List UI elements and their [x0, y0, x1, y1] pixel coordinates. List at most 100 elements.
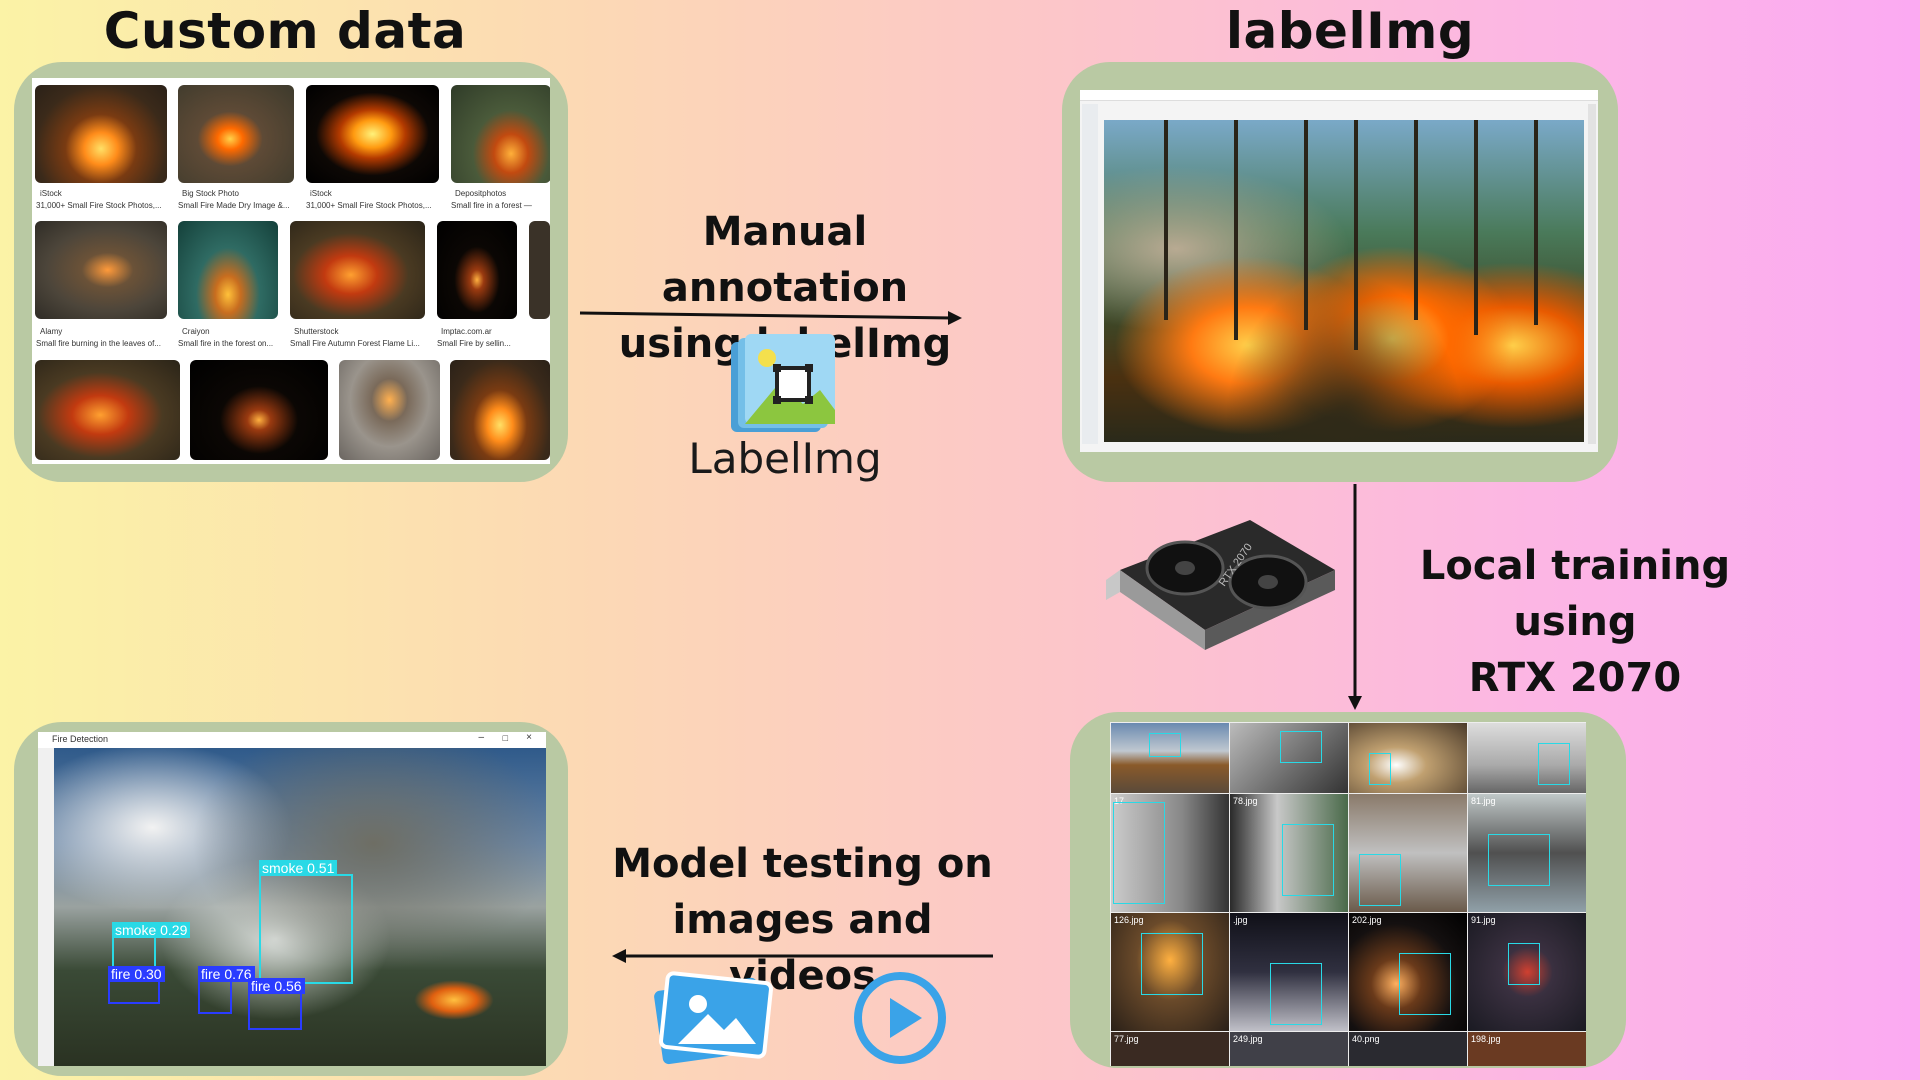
- labelimg-panel: [1062, 62, 1618, 482]
- training-results-panel: 17 78.jpg 81.jpg 126.jpg .jpg 202.jpg 91…: [1070, 712, 1626, 1068]
- mosaic-tile: 198.jpg: [1467, 1031, 1586, 1066]
- stock-thumb: [178, 85, 294, 183]
- training-caption-line2: RTX 2070: [1468, 655, 1682, 701]
- fire-detection-box: [248, 992, 302, 1030]
- bounding-box: [1369, 753, 1391, 785]
- labelimg-window: [1080, 90, 1598, 452]
- training-caption: Local training using RTX 2070: [1370, 538, 1780, 706]
- stock-thumb: [35, 221, 167, 319]
- mosaic-tile: [1348, 722, 1468, 794]
- stock-caption: Small Fire by sellin...: [437, 339, 511, 348]
- bounding-box: [1508, 943, 1540, 985]
- smoke-detection-box: [259, 874, 353, 984]
- mosaic-label: 40.png: [1352, 1034, 1380, 1044]
- stock-caption: Small Fire Made Dry Image &...: [178, 201, 290, 210]
- tree: [1304, 120, 1308, 330]
- close-button[interactable]: ×: [526, 732, 532, 743]
- fire-detection-label: fire 0.30: [108, 966, 165, 982]
- labelimg-logo-icon: [731, 334, 835, 432]
- mosaic-tile: .jpg: [1229, 912, 1349, 1032]
- stock-caption: Small fire in the forest on...: [178, 339, 274, 348]
- bounding-box: [1113, 802, 1165, 904]
- bounding-box: [1270, 963, 1322, 1025]
- mosaic-tile: [1110, 722, 1230, 794]
- testing-caption: Model testing on images and videos: [600, 836, 1005, 1004]
- custom-data-title: Custom data: [103, 2, 467, 60]
- gpu-card-icon: RTX 2070: [1106, 520, 1335, 650]
- maximize-button[interactable]: □: [502, 733, 508, 743]
- detection-image: smoke 0.51 smoke 0.29 fire 0.30 fire 0.7…: [54, 748, 546, 1066]
- minimize-button[interactable]: –: [478, 732, 484, 743]
- smoke-detection-label: smoke 0.51: [259, 860, 338, 876]
- testing-caption-line2: images and videos: [672, 897, 933, 999]
- gpu-image: RTX 2070: [1100, 510, 1340, 650]
- annotation-caption: Manual annotation using labelImg: [580, 204, 990, 372]
- stock-source: Alamy: [40, 327, 63, 336]
- mosaic-label: 17: [1114, 796, 1125, 806]
- testing-caption-line1: Model testing on: [612, 841, 993, 887]
- mosaic-tile: 126.jpg: [1110, 912, 1230, 1032]
- stock-thumb: [35, 85, 167, 183]
- stock-image-grid: iStock 31,000+ Small Fire Stock Photos,.…: [32, 78, 550, 464]
- fire-detection-label: fire 0.56: [248, 978, 305, 994]
- mosaic-tile: [1467, 722, 1586, 794]
- smoke-detection-label: smoke 0.29: [112, 922, 191, 938]
- stock-source: iStock: [310, 189, 332, 198]
- mosaic-label: 81.jpg: [1471, 796, 1496, 806]
- stock-caption: Small fire burning in the leaves of...: [36, 339, 161, 348]
- tree: [1474, 120, 1478, 335]
- tree: [1534, 120, 1538, 325]
- mosaic-tile: 17: [1110, 793, 1230, 913]
- bounding-box: [1399, 953, 1451, 1015]
- stock-source: Imptac.com.ar: [441, 327, 492, 336]
- mosaic-label: .jpg: [1233, 915, 1248, 925]
- stock-source: Shutterstock: [294, 327, 339, 336]
- video-play-icon: [852, 970, 948, 1066]
- labelimg-logo: [725, 332, 845, 442]
- mosaic-tile: [1348, 793, 1468, 913]
- image-gallery-icon: [650, 970, 775, 1065]
- stock-thumb: [190, 360, 328, 460]
- training-caption-line1: Local training using: [1419, 543, 1731, 645]
- mosaic-label: 78.jpg: [1233, 796, 1258, 806]
- stock-thumb: [437, 221, 517, 319]
- detection-panel: Fire Detection – □ × smoke 0.51 smoke 0.…: [14, 722, 568, 1076]
- mosaic-label: 91.jpg: [1471, 915, 1496, 925]
- bounding-box: [1282, 824, 1334, 896]
- mosaic-label: 126.jpg: [1114, 915, 1144, 925]
- stock-caption: Small fire in a forest —: [451, 201, 532, 210]
- custom-data-panel: iStock 31,000+ Small Fire Stock Photos,.…: [14, 62, 568, 482]
- stock-source: Depositphotos: [455, 189, 507, 198]
- stock-caption: Small Fire Autumn Forest Flame Li...: [290, 339, 420, 348]
- tree: [1234, 120, 1238, 340]
- labelimg-titlebar: [1080, 90, 1598, 101]
- mosaic-tile: 91.jpg: [1467, 912, 1586, 1032]
- stock-thumb: [290, 221, 425, 319]
- mosaic-tile: 249.jpg: [1229, 1031, 1349, 1066]
- mosaic-label: 77.jpg: [1114, 1034, 1139, 1044]
- stock-source: iStock: [40, 189, 62, 198]
- tree: [1354, 120, 1358, 350]
- labelimg-scrollbar[interactable]: [1588, 104, 1596, 444]
- labelimg-toolbar: [1082, 104, 1098, 444]
- labelimg-title: labelImg: [1225, 2, 1475, 60]
- tree: [1164, 120, 1168, 320]
- bounding-box: [1141, 933, 1203, 995]
- mosaic-tile: [1229, 722, 1349, 794]
- mosaic-label: 202.jpg: [1352, 915, 1382, 925]
- stock-thumb: [35, 360, 180, 460]
- bounding-box: [1538, 743, 1570, 785]
- detection-titlebar: Fire Detection – □ ×: [38, 732, 546, 748]
- stock-caption: 31,000+ Small Fire Stock Photos,...: [306, 201, 432, 210]
- mosaic-tile: 78.jpg: [1229, 793, 1349, 913]
- mosaic-tile: 81.jpg: [1467, 793, 1586, 913]
- mosaic-tile: 77.jpg: [1110, 1031, 1230, 1066]
- annotation-caption-line1: Manual annotation: [661, 209, 909, 311]
- stock-thumb: [178, 221, 278, 319]
- fire-detection-label: fire 0.76: [198, 966, 255, 982]
- labelimg-logo-text: LabelImg: [688, 434, 882, 483]
- fire-detection-box: [198, 980, 232, 1014]
- bounding-box: [1149, 733, 1181, 757]
- mosaic-label: 249.jpg: [1233, 1034, 1263, 1044]
- mosaic-label: 198.jpg: [1471, 1034, 1501, 1044]
